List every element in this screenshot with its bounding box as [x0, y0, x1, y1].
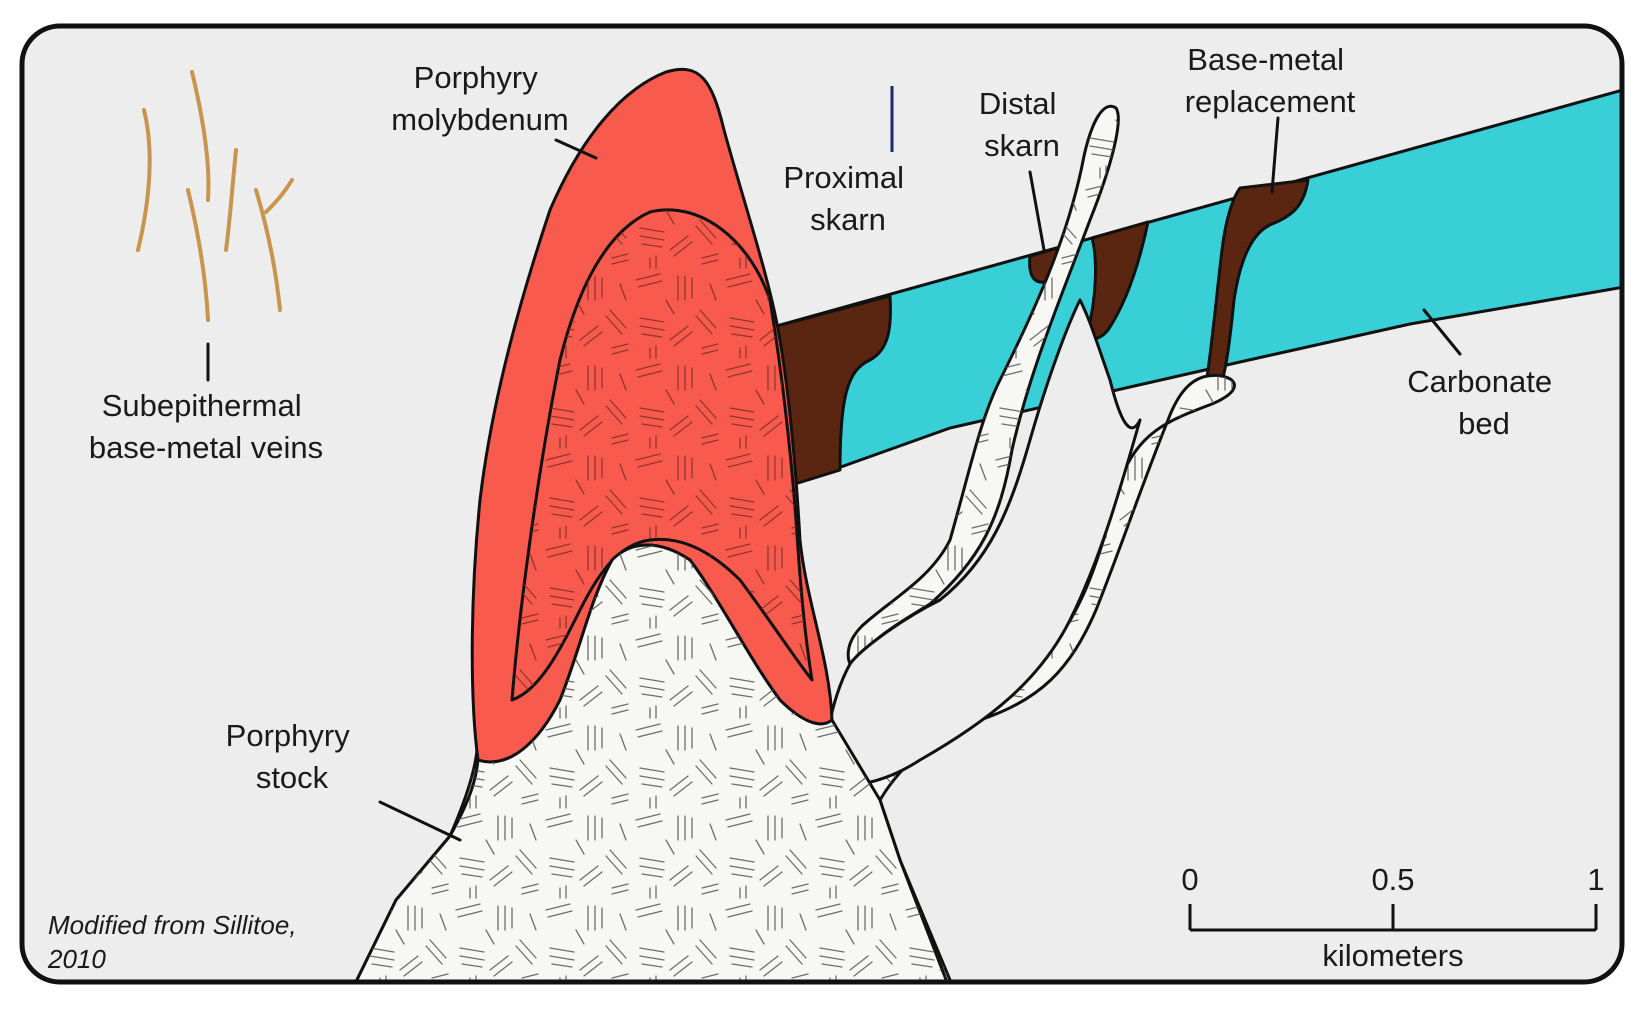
- vein-1: [136, 108, 152, 252]
- leader-stock: [378, 800, 462, 842]
- label-subepithermal-veins-line1: Subepithermal: [102, 388, 302, 423]
- leader-molybdenum: [554, 138, 598, 160]
- porphyry-core-texture: [512, 209, 812, 700]
- vein-5: [254, 188, 282, 312]
- distal-skarn-pod-2: [1086, 220, 1150, 340]
- vein-2: [190, 70, 211, 202]
- diagram-frame: [19, 23, 1625, 985]
- label-porphyry-molybdenum-line1: Porphyry: [414, 60, 539, 95]
- credit-line1: Modified from Sillitoe,: [48, 910, 297, 940]
- vein-6: [264, 178, 294, 214]
- scale-label-half: 0.5: [1371, 862, 1414, 897]
- label-carbonate-bed: Carbonate bed: [1407, 364, 1560, 441]
- scale-unit-label: kilometers: [1322, 938, 1463, 973]
- label-distal-skarn-line1: Distal: [979, 86, 1057, 121]
- dike-gap: [824, 298, 1142, 787]
- leader-carbonate: [1422, 308, 1462, 356]
- label-base-metal-replacement-line2: replacement: [1185, 84, 1356, 119]
- label-subepithermal-veins: Subepithermal base-metal veins: [89, 388, 323, 465]
- label-base-metal-replacement-line1: Base-metal: [1187, 42, 1344, 77]
- label-proximal-skarn: Proximal skarn: [783, 160, 912, 237]
- label-carbonate-bed-line2: bed: [1458, 406, 1510, 441]
- scale-bar: [1188, 904, 1598, 932]
- label-distal-skarn: Distal skarn: [979, 86, 1065, 163]
- label-porphyry-stock-line1: Porphyry: [226, 718, 351, 753]
- scale-label-1: 1: [1587, 862, 1604, 897]
- label-proximal-skarn-line1: Proximal: [783, 160, 904, 195]
- label-carbonate-bed-line1: Carbonate: [1407, 364, 1552, 399]
- scale-label-0: 0: [1181, 862, 1198, 897]
- label-base-metal-replacement: Base-metal replacement: [1185, 42, 1356, 119]
- base-metal-replacement-body: [1204, 178, 1310, 386]
- leader-distal: [1028, 170, 1046, 252]
- credit-text: Modified from Sillitoe, 2010: [47, 910, 304, 974]
- proximal-skarn-body: [760, 294, 892, 490]
- vein-4: [224, 148, 238, 252]
- label-porphyry-molybdenum-line2: molybdenum: [391, 102, 568, 137]
- stock-dome-texture: [352, 545, 950, 982]
- label-porphyry-stock-line2: stock: [256, 760, 329, 795]
- label-proximal-skarn-line2: skarn: [810, 202, 886, 237]
- label-subepithermal-veins-line2: base-metal veins: [89, 430, 323, 465]
- vein-3: [186, 188, 210, 322]
- subepithermal-veins: [136, 70, 294, 322]
- leader-replacement: [1270, 116, 1280, 194]
- label-distal-skarn-line2: skarn: [984, 128, 1060, 163]
- label-porphyry-stock: Porphyry stock: [226, 718, 359, 795]
- credit-line2: 2010: [47, 944, 106, 974]
- label-porphyry-molybdenum: Porphyry molybdenum: [391, 60, 568, 137]
